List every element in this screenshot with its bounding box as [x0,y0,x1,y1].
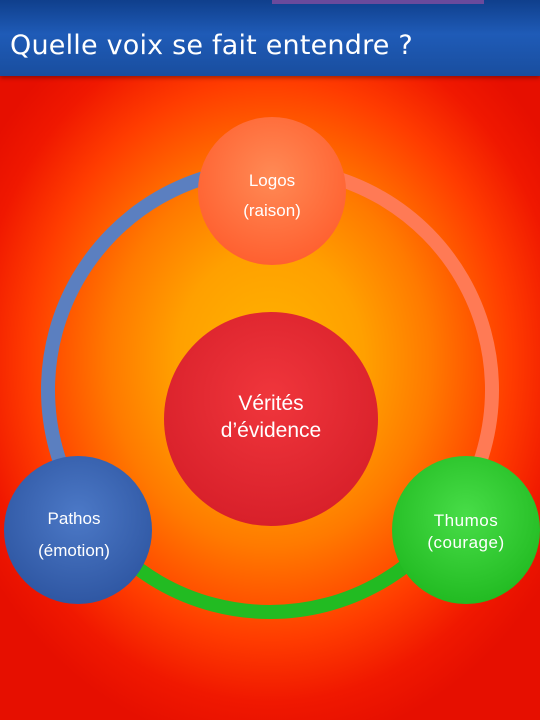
node-thumos [392,456,540,604]
node-pathos [4,456,152,604]
slide-title: Quelle voix se fait entendre ? [10,30,413,61]
thumos-label-line2: (courage) [427,533,505,552]
logos-label-line1: Logos [248,171,296,190]
title-bar [0,0,540,76]
node-logos [198,117,346,265]
thumos-label-line1: Thumos [433,511,499,530]
pathos-label-line2: (émotion) [38,541,110,560]
pathos-label: Pathos (émotion) [24,503,124,567]
thumos-label: Thumos (courage) [416,510,516,554]
logos-label-line2: (raison) [243,201,301,220]
node-center [164,312,378,526]
center-label-line2: d’évidence [220,419,322,442]
title-bar-accent [272,0,484,4]
pathos-label-line1: Pathos [47,509,101,528]
center-label-line1: Vérités [238,392,304,415]
center-label: Vérités d’évidence [191,390,351,444]
logos-label: Logos (raison) [222,166,322,226]
